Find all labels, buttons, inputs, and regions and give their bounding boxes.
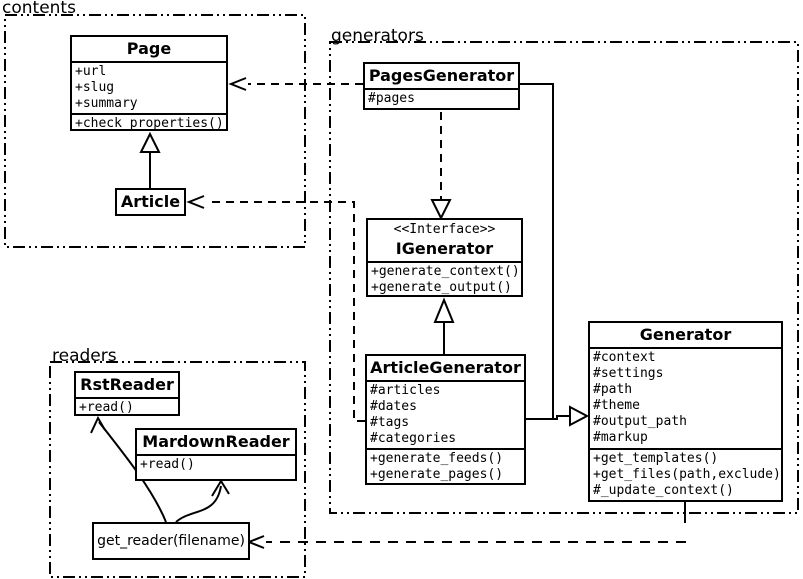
class-igenerator-name: IGenerator [395,239,494,258]
class-page-methods: +check_properties() [72,113,226,133]
attr-row: #theme [593,398,640,413]
method-row: +generate_feeds() [370,451,504,466]
dependency-arrowhead-getreader [246,535,265,549]
method-row: +read() [140,457,195,472]
attr-row: #context [593,350,656,365]
method-row: +generate_output() [371,280,512,295]
dependency-arrowhead-page [228,77,247,91]
method-row: +generate_pages() [370,467,504,482]
attr-row: #output_path [593,414,687,429]
class-generator: Generator #context #settings #path #them… [588,321,783,502]
class-articlegenerator-attributes: #articles #dates #tags #categories [367,380,524,448]
class-generator-methods: +get_templates() +get_files(path,exclude… [590,447,781,501]
function-get-reader: get_reader(filename) [92,522,250,560]
attr-row: #categories [370,431,457,446]
class-rstreader-title: RstReader [80,375,174,394]
class-igenerator: <<Interface>> IGenerator +generate_conte… [366,218,523,297]
class-mardownreader-title: MardownReader [142,432,290,451]
class-rstreader-methods: +read() [76,397,178,417]
class-igenerator-methods: +generate_context() +generate_output() [368,261,521,297]
class-mardownreader: MardownReader +read() [135,428,297,481]
dependency-line-articlegenerator-article [206,201,365,422]
method-row: +get_templates() [593,450,719,466]
arrowhead-rstreader [90,415,106,434]
method-row: #_update_context() [593,482,734,498]
class-page: Page +url +slug +summary +check_properti… [70,35,228,131]
inheritance-triangle-generator [569,405,590,427]
attr-row: #tags [370,415,410,430]
class-pagesgenerator: PagesGenerator #pages [363,62,520,110]
inheritance-triangle-article-page [139,131,161,153]
readers-package-border [49,361,306,578]
attr-row: #settings [593,366,664,381]
arrowhead-mardownreader [211,479,230,497]
class-page-title: Page [126,39,172,58]
class-generator-title: Generator [639,325,732,344]
inheritance-line-articlegenerator-generator [526,415,570,420]
method-row: +generate_context() [371,264,520,279]
class-igenerator-title: <<Interface>> IGenerator [368,220,521,261]
attr-row: #dates [370,399,417,414]
generators-package-border [329,41,799,514]
class-page-attributes: +url +slug +summary [72,61,226,113]
contents-package-border [4,14,306,248]
class-articlegenerator: ArticleGenerator #articles #dates #tags … [365,354,526,485]
attr-row: #pages [368,91,415,106]
attr-row: +slug [75,80,115,95]
generators-package-label: generators [331,26,424,46]
class-article: Article [115,188,186,216]
inheritance-triangle-igenerator [433,297,455,323]
dependency-arrowhead-article [186,195,205,209]
attr-row: +url [75,64,107,79]
function-get-reader-label: get_reader(filename) [97,533,245,549]
curve-getreader-mardownreader [175,485,222,523]
realization-triangle-igenerator [430,199,452,221]
class-generator-attributes: #context #settings #path #theme #output_… [590,347,781,448]
class-mardownreader-methods: +read() [137,454,295,479]
class-pagesgenerator-attributes: #pages [365,88,518,108]
class-rstreader: RstReader +read() [74,371,180,416]
method-row: +check_properties() [75,116,224,131]
class-articlegenerator-methods: +generate_feeds() +generate_pages() [367,448,524,484]
method-row: +get_files(path,exclude) [593,466,781,482]
attr-row: #path [593,382,633,397]
attr-row: #markup [593,430,648,445]
attr-row: +summary [75,96,138,111]
class-igenerator-stereotype: <<Interface>> [393,222,496,237]
method-row: +read() [79,400,134,415]
class-pagesgenerator-title: PagesGenerator [368,66,515,85]
attr-row: #articles [370,383,441,398]
contents-package-label: contents [2,0,76,18]
readers-package-label: readers [52,346,117,366]
class-articlegenerator-title: ArticleGenerator [370,358,521,377]
class-article-title: Article [120,192,181,211]
inheritance-line-pagesgenerator-generator [520,83,554,419]
